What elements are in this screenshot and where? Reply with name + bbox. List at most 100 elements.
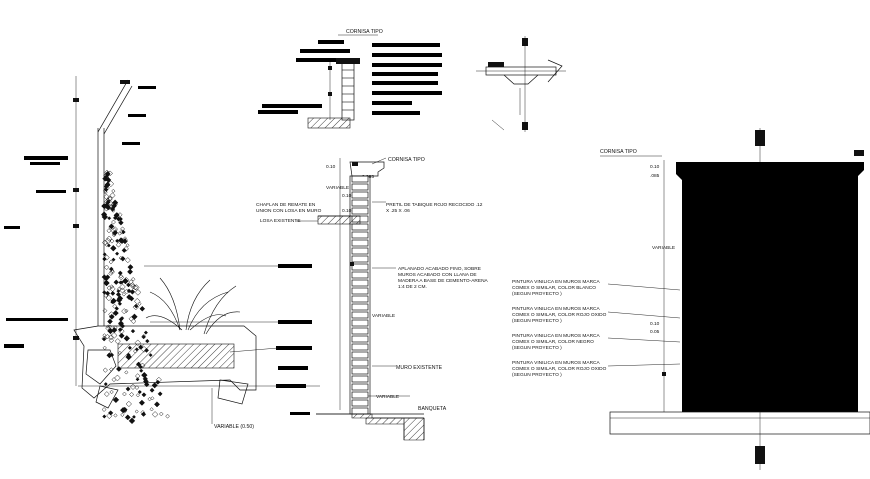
ivy-leaf — [134, 409, 139, 414]
ivy-leaf — [108, 324, 113, 329]
ivy-leaf — [151, 411, 159, 418]
ivy-leaf — [104, 174, 109, 179]
ivy-leaf — [117, 231, 122, 236]
svg-text:(SEGUN PROYECTO ): (SEGUN PROYECTO ) — [512, 372, 562, 378]
ivy-leaf — [125, 243, 130, 248]
ivy-leaf — [122, 237, 129, 243]
brick — [351, 263, 369, 271]
svg-text:PINTURA VINILICA EN MUROS MARC: PINTURA VINILICA EN MUROS MARCA — [512, 333, 600, 339]
middle-wall-section: 0.10 0.085 VARIABLE 0.10 0.10 VARIABLE V… — [256, 157, 489, 441]
aplanado-line-2: MUROS ACABADO CON LLANA DE — [398, 272, 477, 278]
ivy-leaf — [139, 305, 146, 312]
top-detail-title: CORNISA TIPO — [346, 29, 383, 35]
mid-dim-variable-top: VARIABLE — [326, 185, 349, 191]
brick — [351, 191, 369, 199]
brick — [351, 391, 369, 399]
ivy-leaf — [119, 283, 126, 291]
ivy-leaf — [118, 237, 126, 245]
ivy-leaf — [111, 257, 116, 262]
ivy-leaf — [105, 294, 113, 302]
ivy-leaf — [155, 379, 161, 385]
ivy-leaf — [129, 289, 136, 295]
ivy-leaf — [107, 180, 115, 188]
ivy-leaf — [110, 290, 116, 296]
ivy-leaf — [108, 410, 114, 416]
ivy-leaf — [165, 413, 170, 419]
ivy-leaf — [149, 387, 155, 393]
svg-text:COMEX O SIMILAR, COLOR BLANCO: COMEX O SIMILAR, COLOR BLANCO — [512, 285, 596, 291]
ivy-leaf — [135, 377, 140, 382]
brick — [351, 367, 369, 375]
brick — [351, 311, 369, 319]
brick — [351, 231, 369, 239]
ivy-leaf — [151, 382, 158, 389]
mid-dim-010-top: 0.10 — [326, 164, 336, 170]
ivy-leaf — [108, 337, 115, 344]
ivy-leaf — [103, 382, 108, 387]
ivy-leaf — [102, 256, 107, 262]
ivy-leaf — [121, 229, 126, 235]
ivy-leaf — [112, 396, 120, 404]
ivy-leaf — [130, 318, 137, 325]
ivy-leaf — [117, 350, 122, 355]
ivy-leaf — [105, 290, 111, 296]
ivy-leaf — [128, 295, 135, 302]
ivy-leaf — [100, 211, 108, 218]
pintura-note-1: PINTURA VINILICA EN MUROS MARCA COMEX O … — [512, 279, 600, 297]
ivy-leaf — [133, 284, 140, 291]
ivy-leaf — [106, 285, 112, 291]
right-cornisa-label: CORNISA TIPO — [600, 149, 637, 155]
pintura-note-4: PINTURA VINILICA EN MUROS MARCA COMEX O … — [512, 360, 607, 378]
ivy-leaf — [121, 406, 128, 413]
brick — [351, 375, 369, 383]
ivy-leaf — [103, 175, 110, 182]
right-dim-005: 0.05 — [650, 329, 660, 335]
ivy-leaf — [107, 318, 113, 325]
ivy-leaf — [126, 282, 131, 288]
ivy-leaf — [102, 252, 107, 257]
ivy-leaf — [131, 414, 136, 419]
ivy-leaf — [119, 323, 126, 329]
ivy-leaf — [107, 216, 112, 221]
ivy-leaf — [147, 396, 152, 402]
aplanado-line-1: APLANADO ACABADO FINO, SOBRE — [398, 266, 481, 272]
ivy-leaf — [117, 301, 123, 306]
ivy-leaf — [115, 238, 120, 244]
ivy-leaf — [111, 377, 117, 383]
ivy-leaf — [133, 298, 141, 305]
ivy-leaf — [135, 361, 142, 367]
ivy-leaf — [111, 208, 116, 213]
ivy-leaf — [150, 396, 155, 401]
ivy-leaf — [137, 389, 142, 395]
brick — [351, 351, 369, 359]
brick — [351, 199, 369, 207]
ivy-leaf — [138, 344, 144, 350]
ivy-leaf — [140, 411, 147, 417]
ivy-leaf — [143, 330, 148, 335]
ivy-leaf — [115, 366, 122, 372]
ivy-leaf — [123, 335, 131, 342]
ivy-leaf — [141, 334, 146, 340]
ivy-leaf — [135, 393, 140, 398]
ivy-leaf — [126, 294, 133, 301]
right-wall-fill — [676, 162, 864, 412]
svg-text:(SEGUN PROYECTO ): (SEGUN PROYECTO ) — [512, 318, 562, 324]
ivy-leaf — [110, 245, 117, 252]
ivy-leaf — [109, 269, 115, 275]
ivy-leaf — [124, 370, 129, 375]
ivy-leaf — [114, 306, 119, 311]
ivy-leaf — [121, 247, 127, 253]
ivy-leaf — [103, 254, 110, 261]
ivy-leaf — [103, 391, 110, 397]
svg-text:PINTURA VINILICA EN MUROS MARC: PINTURA VINILICA EN MUROS MARCA — [512, 360, 600, 366]
right-dim-010-top: 0.10 — [650, 164, 660, 170]
aplanado-line-3: MADERA A BASE DE CEMENTO-ARENA — [398, 278, 489, 284]
ivy-leaf — [113, 212, 120, 219]
ivy-leaf — [124, 414, 131, 421]
brick — [351, 247, 369, 255]
ivy-leaf — [106, 235, 113, 242]
ivy-leaf — [110, 227, 118, 235]
brick — [351, 327, 369, 335]
ivy-leaf — [125, 386, 131, 392]
brick — [351, 343, 369, 351]
